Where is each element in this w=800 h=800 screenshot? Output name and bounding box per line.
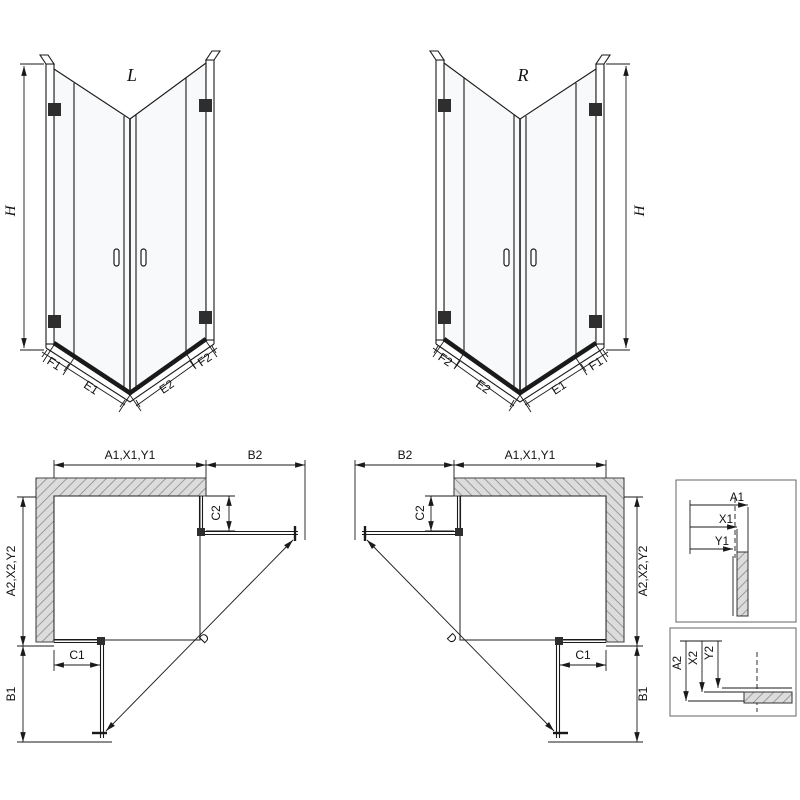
- plan-view-left: A1,X1,Y1 B2 C2 A2,X2,Y2 C1 B1 D: [4, 448, 305, 742]
- variant-label-right: R: [517, 65, 529, 85]
- dim-label-e1-left: E1: [81, 378, 101, 398]
- plan-right-width-top-label: A1,X1,Y1: [505, 448, 556, 462]
- detail-dim-x2-label: X2: [688, 651, 700, 665]
- wall-profile-section-horizontal: [743, 691, 793, 704]
- detail-dim-x1-label: X1: [719, 514, 733, 526]
- height-dim-label-left: H: [3, 204, 19, 217]
- dim-label-f1-left: F1: [44, 354, 64, 374]
- plan-left-return-top-label: C2: [209, 505, 223, 521]
- plan-left-door-bottom-label: B1: [4, 686, 18, 701]
- variant-label-left: L: [126, 65, 137, 85]
- plan-right-return-bottom-label: C1: [575, 648, 591, 662]
- plan-right-return-top-label: C2: [413, 505, 427, 521]
- dim-label-e1-right: E1: [549, 378, 569, 398]
- detail-dim-a2-label: A2: [672, 656, 684, 670]
- enclosure-plan-geometry-left: [17, 460, 305, 742]
- plan-left-door-top-label: B2: [248, 448, 263, 462]
- detail-dim-a1-label: A1: [730, 492, 744, 504]
- height-dim-label-right: H: [632, 204, 648, 217]
- detail-top-frame: [675, 479, 797, 623]
- plan-right-depth-side-label: A2,X2,Y2: [636, 545, 650, 596]
- dim-label-f2-left: F2: [195, 350, 215, 370]
- plan-left-width-top-label: A1,X1,Y1: [105, 448, 156, 462]
- wall-profile-section-vertical: [736, 551, 749, 617]
- detail-profile-top: A1 X1 Y1: [675, 479, 797, 623]
- front-view-right: R H F2 E2 E1 F1: [430, 51, 648, 412]
- plan-right-door-top-label: B2: [398, 448, 413, 462]
- detail-dim-y2-label: Y2: [704, 646, 716, 660]
- dim-label-e2-left: E2: [157, 377, 177, 397]
- plan-view-right: B2 A1,X1,Y1 C2 A2,X2,Y2 C1 B1 D: [355, 448, 650, 742]
- dim-label-f1-right: F1: [586, 354, 606, 374]
- dim-label-f2-right: F2: [436, 350, 456, 370]
- detail-profile-bottom: A2 X2 Y2: [669, 627, 797, 717]
- enclosure-plan-geometry-right: [355, 460, 643, 742]
- front-view-left: L H F1 E1 E2 F2: [3, 51, 220, 412]
- plan-left-depth-side-label: A2,X2,Y2: [4, 545, 18, 596]
- detail-dim-y1-label: Y1: [715, 536, 729, 548]
- plan-left-return-bottom-label: C1: [69, 648, 85, 662]
- plan-right-door-bottom-label: B1: [636, 686, 650, 701]
- dim-label-e2-right: E2: [473, 377, 493, 397]
